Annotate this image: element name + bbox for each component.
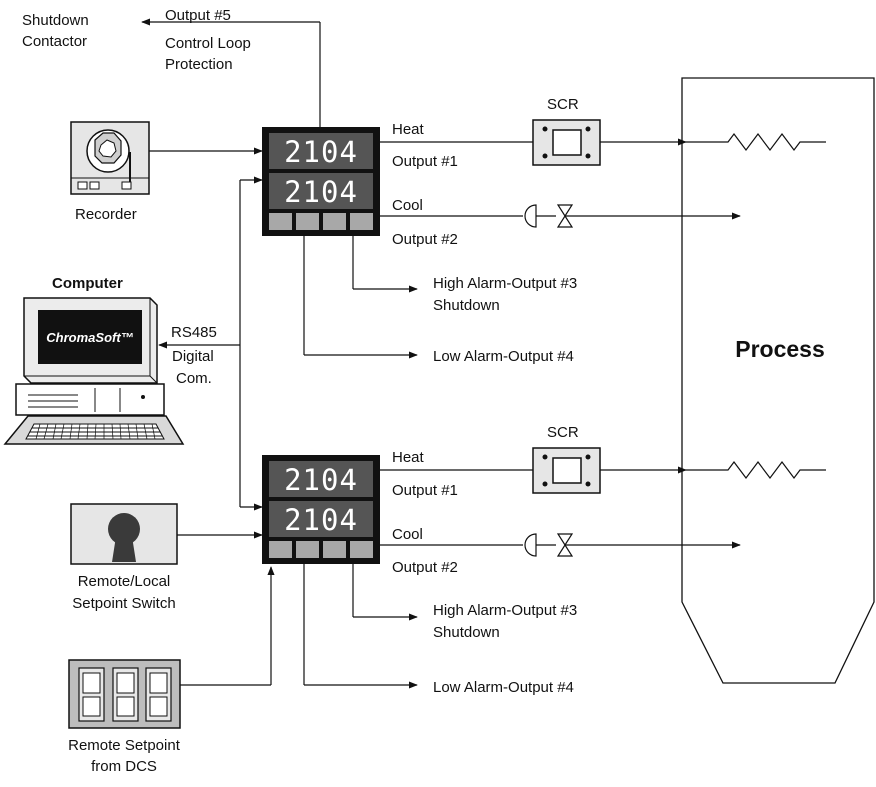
scr-icon [532, 447, 601, 494]
output5-label: Output #5 [165, 7, 231, 24]
controller-1: 2104 2104 [262, 127, 380, 236]
valve-icon [524, 533, 574, 557]
high-alarm-wire-1 [352, 236, 418, 293]
recorder-label: Recorder [75, 206, 137, 223]
rs485-bus [158, 176, 263, 511]
output2-label-1: Output #2 [392, 231, 458, 248]
keyboard-icon [3, 415, 185, 445]
low-alarm-wire-1 [303, 236, 418, 359]
shutdown-contactor-label: Shutdown [22, 12, 89, 29]
remote-local-label: Remote/Local [78, 573, 171, 590]
controller-1-display-top: 2104 [284, 135, 358, 169]
computer-icon: ChromaSoft™ [15, 297, 165, 416]
low-alarm-label-1: Low Alarm-Output #4 [433, 348, 574, 365]
output5-connection [141, 18, 321, 127]
controller-2-display-top: 2104 [284, 463, 358, 497]
low-alarm-label-2: Low Alarm-Output #4 [433, 679, 574, 696]
dcs-icon [68, 659, 181, 729]
output1-label-1: Output #1 [392, 153, 458, 170]
control-loop-label-2: Protection [165, 56, 233, 73]
shutdown-label-2: Shutdown [433, 624, 500, 641]
controller-1-display-bottom: 2104 [284, 175, 358, 209]
low-alarm-wire-2 [303, 564, 418, 689]
digital-label: Digital [172, 348, 214, 365]
output1-label-2: Output #1 [392, 482, 458, 499]
scr-icon [532, 119, 601, 166]
shutdown-label-1: Shutdown [433, 297, 500, 314]
remote-local-label-2: Setpoint Switch [72, 595, 175, 612]
high-alarm-wire-2 [352, 564, 418, 621]
com-label: Com. [176, 370, 212, 387]
scr-label-1: SCR [547, 96, 579, 113]
controller-2: 2104 2104 [262, 455, 380, 564]
high-alarm-label-1: High Alarm-Output #3 [433, 275, 577, 292]
cool-label-2: Cool [392, 526, 423, 543]
remote-sp-label: Remote Setpoint [68, 737, 181, 754]
heat-label-2: Heat [392, 449, 425, 466]
controller-2-display-bottom: 2104 [284, 503, 358, 537]
scr-label-2: SCR [547, 424, 579, 441]
vessel-icon [681, 77, 875, 684]
heater-icon [686, 133, 826, 151]
control-loop-label: Control Loop [165, 35, 251, 52]
dcs-input-wire [180, 566, 275, 686]
heater-icon [686, 461, 826, 479]
heat-label-1: Heat [392, 121, 425, 138]
computer-label: Computer [52, 275, 123, 292]
selector-switch-icon [70, 503, 178, 565]
software-label: ChromaSoft™ [46, 330, 133, 345]
rs485-label: RS485 [171, 324, 217, 341]
shutdown-contactor-label-2: Contactor [22, 33, 87, 50]
cool-label-1: Cool [392, 197, 423, 214]
process-label: Process [735, 336, 825, 362]
output2-label-2: Output #2 [392, 559, 458, 576]
high-alarm-label-2: High Alarm-Output #3 [433, 602, 577, 619]
recorder-icon [70, 121, 150, 195]
remote-sp-label-2: from DCS [91, 758, 157, 775]
valve-icon [524, 204, 574, 228]
